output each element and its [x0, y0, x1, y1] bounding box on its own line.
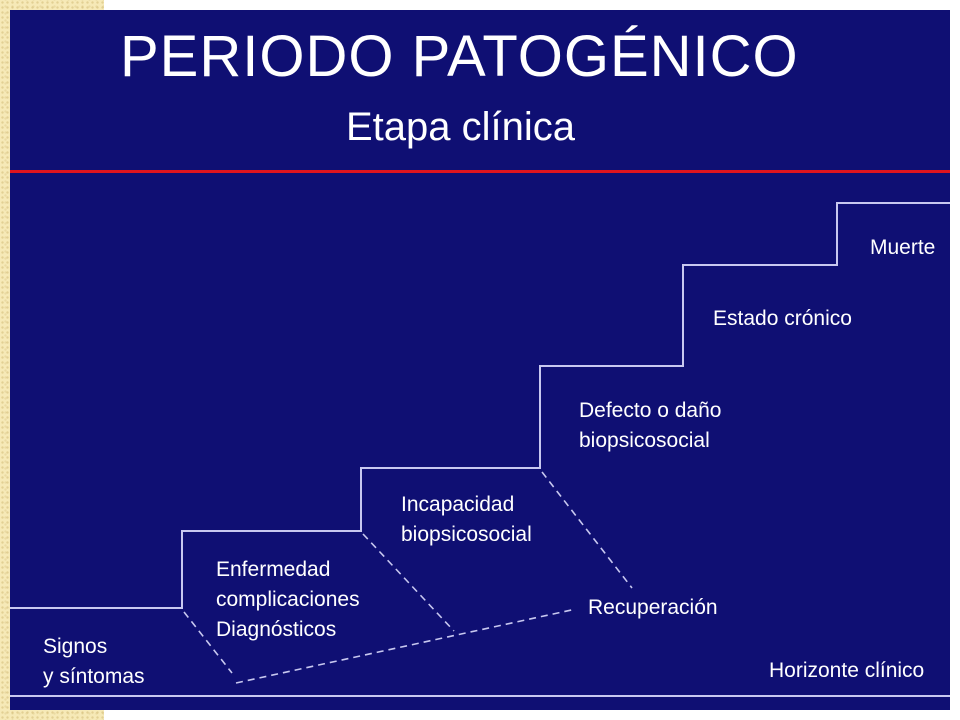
- recovery-dashed-line: [235, 608, 577, 684]
- recovery-dashed-line: [541, 471, 633, 589]
- slide: PERIODO PATOGÉNICO Etapa clínica Signos …: [10, 10, 950, 710]
- label-horizonte-clinico: Horizonte clínico: [769, 659, 925, 682]
- recovery-dashed-line: [183, 611, 233, 674]
- recovery-dashed-line: [362, 533, 455, 632]
- staircase-diagram: [10, 202, 950, 697]
- label-defecto: Defecto o daño biopsicosocial: [579, 399, 722, 452]
- slide-title: PERIODO PATOGÉNICO: [120, 24, 799, 89]
- label-recuperacion: Recuperación: [588, 596, 718, 619]
- label-estado-cronico: Estado crónico: [713, 307, 852, 330]
- title-divider: [10, 170, 950, 173]
- label-enfermedad: Enfermedad complicaciones Diagnósticos: [216, 558, 360, 641]
- label-signos: Signos y síntomas: [43, 635, 145, 688]
- slide-subtitle: Etapa clínica: [346, 105, 576, 149]
- label-muerte: Muerte: [870, 236, 936, 259]
- label-incapacidad: Incapacidad biopsicosocial: [401, 493, 532, 546]
- staircase-line: [10, 202, 950, 609]
